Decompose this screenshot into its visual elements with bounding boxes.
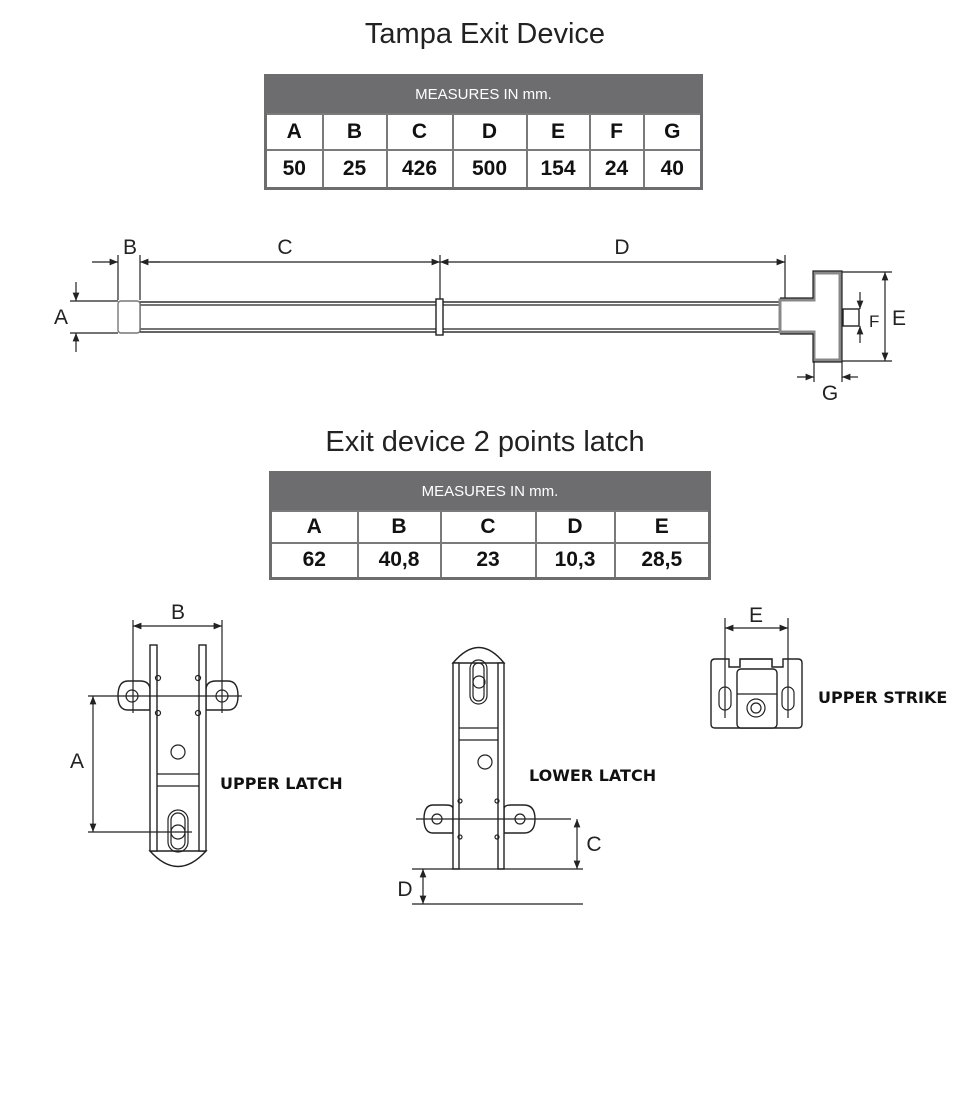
table-header: MEASURES IN mm.: [264, 74, 703, 115]
column-header: C: [439, 509, 537, 544]
lower-latch-drawing: [412, 646, 583, 905]
value-cell: 40,8: [356, 541, 442, 580]
dimension-label-c: C: [586, 833, 601, 856]
dimension-label-c: C: [277, 236, 292, 259]
exit-device-bar-drawing: [70, 255, 892, 382]
column-header: B: [321, 112, 388, 152]
dimension-label-b: B: [171, 601, 185, 624]
dimension-label-d: D: [614, 236, 629, 259]
lower-latch-label: LOWER LATCH: [529, 766, 656, 785]
dimension-label-d: D: [397, 878, 412, 901]
upper-strike-label: UPPER STRIKE: [818, 688, 947, 707]
column-header: C: [385, 112, 454, 152]
column-header: F: [588, 112, 645, 152]
column-header: B: [356, 509, 442, 544]
dimension-label-a: A: [70, 750, 84, 773]
value-cell: 40: [642, 149, 703, 190]
measures-table-tampa: MEASURES IN mm. A B C D E F G 50 25 426 …: [264, 74, 704, 190]
value-cell: 62: [269, 541, 359, 580]
value-cell: 25: [321, 149, 388, 190]
dimension-label-a: A: [54, 306, 68, 329]
column-header: A: [269, 509, 359, 544]
upper-latch-label: UPPER LATCH: [220, 774, 343, 793]
value-cell: 23: [439, 541, 537, 580]
column-header: A: [264, 112, 324, 152]
dimension-label-e: E: [892, 307, 906, 330]
dimension-label-g: G: [822, 382, 838, 405]
value-cell: 426: [385, 149, 454, 190]
value-cell: 154: [525, 149, 591, 190]
value-cell: 10,3: [534, 541, 616, 580]
table-header: MEASURES IN mm.: [269, 471, 711, 512]
column-header: E: [525, 112, 591, 152]
section-title-tampa: Tampa Exit Device: [364, 18, 606, 50]
dimension-label-b: B: [123, 236, 137, 259]
column-header: D: [451, 112, 528, 152]
value-cell: 500: [451, 149, 528, 190]
section-title-latch: Exit device 2 points latch: [325, 426, 645, 458]
column-header: E: [613, 509, 711, 544]
column-header: D: [534, 509, 616, 544]
measures-table-latch: MEASURES IN mm. A B C D E 62 40,8 23 10,…: [269, 471, 711, 580]
column-header: G: [642, 112, 703, 152]
value-cell: 24: [588, 149, 645, 190]
dimension-label-e: E: [749, 604, 763, 627]
dimension-label-f: F: [869, 312, 879, 331]
value-cell: 28,5: [613, 541, 711, 580]
upper-strike-drawing: [710, 618, 803, 729]
upper-latch-drawing: [88, 620, 242, 868]
value-cell: 50: [264, 149, 324, 190]
